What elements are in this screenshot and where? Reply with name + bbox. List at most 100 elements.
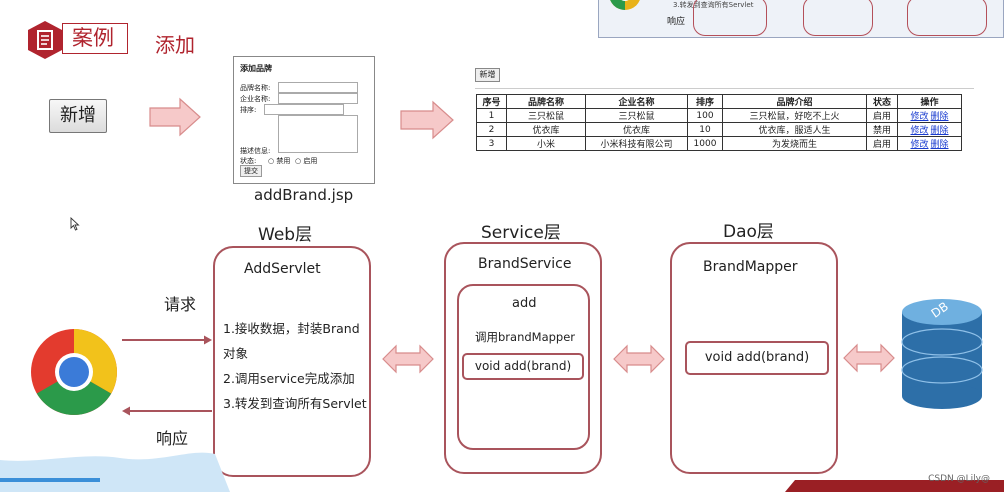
cell-desc: 优衣库，服适人生 bbox=[722, 122, 867, 137]
form-title: 添加品牌 bbox=[240, 64, 272, 73]
mini-web-box bbox=[693, 0, 767, 36]
header-company: 企业名称 bbox=[585, 94, 688, 109]
header-id: 序号 bbox=[476, 94, 507, 109]
mini-service-box bbox=[803, 0, 873, 36]
company-name-input[interactable] bbox=[278, 93, 358, 104]
double-arrow-icon bbox=[613, 344, 665, 374]
double-arrow-icon bbox=[843, 343, 895, 373]
status-radio-enable[interactable]: ○ 启用 bbox=[295, 157, 318, 165]
table-row: 1 三只松鼠 三只松鼠 100 三只松鼠，好吃不上火 启用 修改删除 bbox=[476, 108, 962, 123]
request-label: 请求 bbox=[164, 295, 197, 314]
status-radio-disable[interactable]: ○ 禁用 bbox=[268, 157, 291, 165]
cell-brand: 三只松鼠 bbox=[506, 108, 586, 123]
dao-layer-box bbox=[670, 242, 838, 474]
status-label: 状态: bbox=[240, 157, 257, 165]
watermark: CSDN @Lily@ bbox=[928, 474, 990, 484]
brand-table: 序号 品牌名称 企业名称 排序 品牌介绍 状态 操作 1 三只松鼠 三只松鼠 1… bbox=[476, 94, 962, 151]
dao-layer-title: Dao层 bbox=[723, 222, 774, 242]
step-3: 3.转发到查询所有Servlet bbox=[223, 396, 367, 411]
divider bbox=[475, 88, 974, 89]
request-arrow-icon bbox=[122, 335, 212, 345]
mini-chrome-icon bbox=[610, 0, 640, 10]
add-method-box bbox=[457, 284, 590, 450]
web-layer-title: Web层 bbox=[258, 225, 313, 245]
cell-actions: 修改删除 bbox=[897, 108, 962, 123]
call-mapper-label: 调用brandMapper bbox=[475, 330, 576, 344]
cell-brand: 小米 bbox=[506, 136, 586, 151]
add-method-label: add bbox=[512, 296, 537, 311]
mouse-cursor-icon bbox=[70, 217, 80, 231]
company-name-label: 企业名称: bbox=[240, 95, 271, 103]
add-servlet-label: AddServlet bbox=[244, 261, 321, 277]
ordered-label: 排序: bbox=[240, 106, 257, 114]
edit-link[interactable]: 修改 bbox=[910, 140, 929, 150]
add-button[interactable]: 新增 bbox=[49, 99, 107, 133]
brand-mapper-label: BrandMapper bbox=[703, 259, 798, 275]
cell-brand: 优衣库 bbox=[506, 122, 586, 137]
brand-name-label: 品牌名称: bbox=[240, 84, 271, 92]
section-subtitle: 添加 bbox=[155, 33, 195, 57]
delete-link[interactable]: 删除 bbox=[930, 140, 949, 150]
brand-service-label: BrandService bbox=[478, 256, 572, 272]
submit-button[interactable]: 提交 bbox=[240, 165, 262, 177]
table-row: 3 小米 小米科技有限公司 1000 为发烧而生 启用 修改删除 bbox=[476, 136, 962, 151]
description-label: 描述信息: bbox=[240, 147, 271, 155]
cell-id: 1 bbox=[476, 108, 507, 123]
add-brand-form: 添加品牌 品牌名称: 企业名称: 排序: 描述信息: 状态: ○ 禁用 ○ 启用… bbox=[233, 56, 375, 184]
step-2: 2.调用service完成添加 bbox=[223, 371, 355, 386]
step-1: 1.接收数据，封装Brand对象 bbox=[223, 321, 360, 361]
service-signature: void add(brand) bbox=[462, 353, 584, 380]
header-actions: 操作 bbox=[897, 94, 962, 109]
dao-signature: void add(brand) bbox=[685, 341, 829, 375]
mini-forward-text: 3.转发到查询所有Servlet bbox=[673, 1, 754, 9]
cell-id: 2 bbox=[476, 122, 507, 137]
footer-bar bbox=[785, 480, 1004, 492]
cell-company: 小米科技有限公司 bbox=[585, 136, 688, 151]
case-hexagon-icon bbox=[28, 21, 62, 59]
header-brand: 品牌名称 bbox=[506, 94, 586, 109]
cell-desc: 三只松鼠，好吃不上火 bbox=[722, 108, 867, 123]
wave-decoration bbox=[0, 452, 230, 492]
form-caption: addBrand.jsp bbox=[254, 186, 354, 204]
edit-link[interactable]: 修改 bbox=[910, 126, 929, 136]
cell-status: 启用 bbox=[866, 136, 898, 151]
delete-link[interactable]: 删除 bbox=[930, 126, 949, 136]
response-label: 响应 bbox=[156, 429, 189, 448]
servlet-steps: 1.接收数据，封装Brand对象 2.调用service完成添加 3.转发到查询… bbox=[223, 316, 371, 416]
response-arrow-icon bbox=[122, 406, 212, 416]
edit-link[interactable]: 修改 bbox=[910, 112, 929, 122]
status-option-disable: 禁用 bbox=[276, 157, 291, 165]
table-header-row: 序号 品牌名称 企业名称 排序 品牌介绍 状态 操作 bbox=[476, 94, 962, 109]
cell-company: 三只松鼠 bbox=[585, 108, 688, 123]
web-layer-box bbox=[213, 246, 371, 477]
cell-order: 100 bbox=[687, 108, 723, 123]
cell-status: 启用 bbox=[866, 108, 898, 123]
cell-company: 优衣库 bbox=[585, 122, 688, 137]
cell-actions: 修改删除 bbox=[897, 122, 962, 137]
cell-desc: 为发烧而生 bbox=[722, 136, 867, 151]
double-arrow-icon bbox=[382, 344, 434, 374]
service-layer-title: Service层 bbox=[481, 223, 561, 243]
table-new-button[interactable]: 新增 bbox=[475, 68, 500, 82]
brand-name-input[interactable] bbox=[278, 82, 358, 93]
cell-actions: 修改删除 bbox=[897, 136, 962, 151]
status-option-enable: 启用 bbox=[303, 157, 318, 165]
delete-link[interactable]: 删除 bbox=[930, 112, 949, 122]
right-arrow-icon bbox=[400, 100, 454, 140]
header-order: 排序 bbox=[687, 94, 723, 109]
header-desc: 品牌介绍 bbox=[722, 94, 867, 109]
mini-preview: 3.转发到查询所有Servlet 响应 bbox=[598, 0, 1004, 38]
mini-dao-box bbox=[907, 0, 987, 36]
right-arrow-icon bbox=[149, 97, 201, 137]
section-title: 案例 bbox=[62, 23, 128, 54]
cell-status: 禁用 bbox=[866, 122, 898, 137]
cell-id: 3 bbox=[476, 136, 507, 151]
cell-order: 10 bbox=[687, 122, 723, 137]
chrome-browser-icon bbox=[31, 329, 117, 415]
description-textarea[interactable] bbox=[278, 115, 358, 153]
database-icon bbox=[901, 299, 983, 409]
table-row: 2 优衣库 优衣库 10 优衣库，服适人生 禁用 修改删除 bbox=[476, 122, 962, 137]
ordered-input[interactable] bbox=[264, 104, 344, 115]
cell-order: 1000 bbox=[687, 136, 723, 151]
header-status: 状态 bbox=[866, 94, 898, 109]
